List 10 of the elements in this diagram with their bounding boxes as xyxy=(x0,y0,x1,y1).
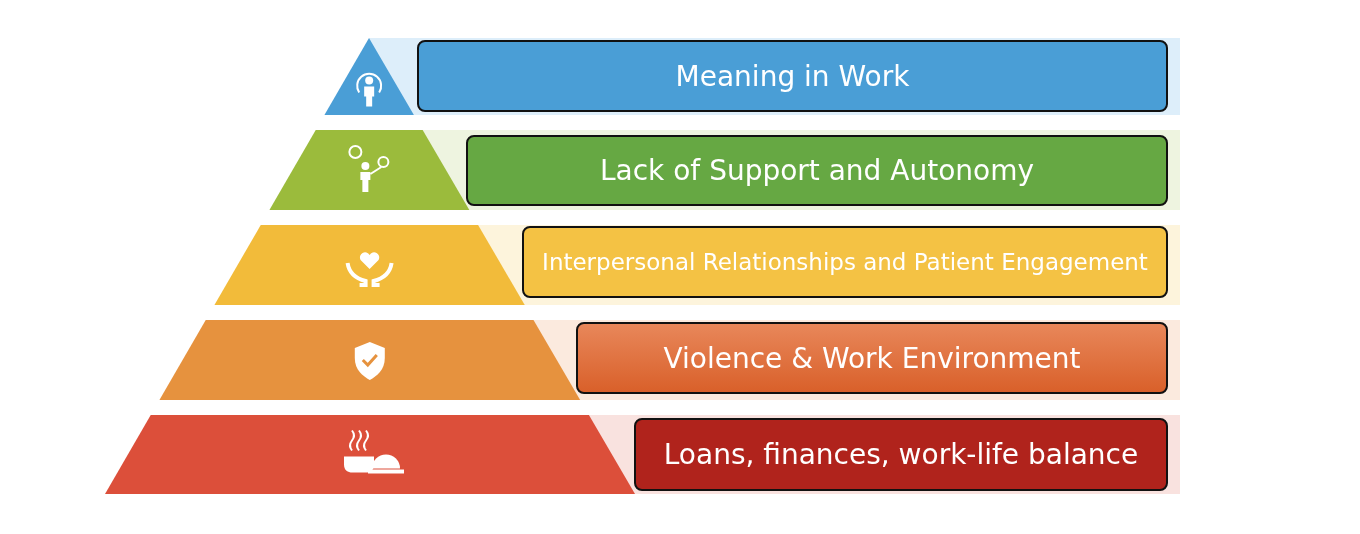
level-box xyxy=(576,322,1168,394)
level-label: Lack of Support and Autonomy xyxy=(599,154,1035,187)
level-label: Meaning in Work xyxy=(675,59,910,93)
level-box xyxy=(634,418,1168,491)
level-label: Loans, finances, work-life balance xyxy=(663,438,1139,471)
level-box xyxy=(466,135,1168,206)
level-box xyxy=(417,40,1168,112)
level-box xyxy=(522,226,1168,298)
level-label: Violence & Work Environment xyxy=(663,341,1081,375)
level-label: Interpersonal Relationships and Patient Engagement xyxy=(542,249,1148,275)
